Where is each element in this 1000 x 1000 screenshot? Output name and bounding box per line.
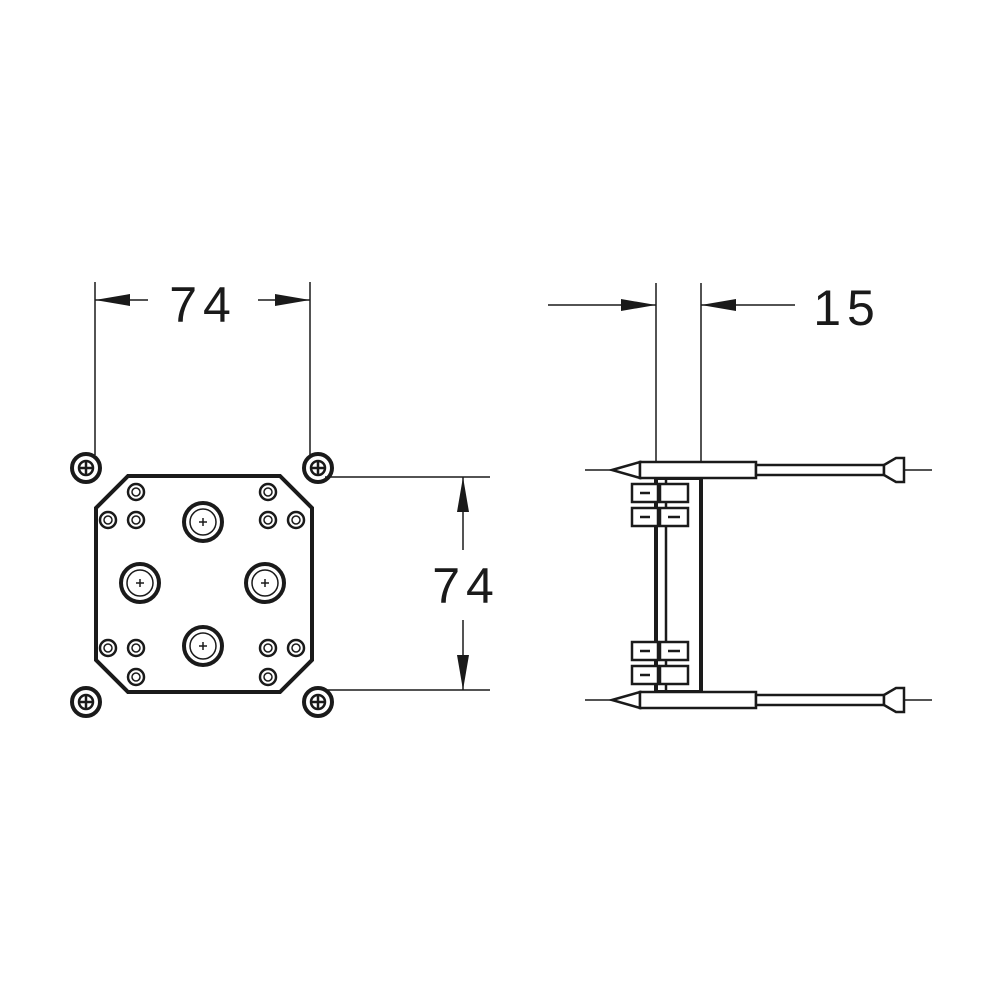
screw: [258, 510, 278, 530]
screw: [258, 482, 278, 502]
screw: [126, 667, 146, 687]
corner-anchor-top-right: [302, 452, 334, 484]
dimension-height-front: 74: [325, 476, 500, 691]
screw: [98, 638, 118, 658]
dimension-label-height: 74: [432, 558, 500, 614]
screw: [126, 510, 146, 530]
port-left: [119, 562, 161, 604]
corner-anchor-top-left: [70, 452, 102, 484]
dimension-label-width: 74: [169, 277, 237, 333]
dimension-depth-side: 15: [548, 280, 881, 462]
port-right: [244, 562, 286, 604]
side-view: 15: [548, 280, 932, 714]
port-top: [182, 501, 224, 543]
corner-anchor-bottom-right: [302, 686, 334, 718]
screw: [126, 638, 146, 658]
anchor-rod-top: [585, 456, 932, 484]
mounting-plate: [94, 474, 314, 694]
corner-anchor-bottom-left: [70, 686, 102, 718]
fitting-bottom: [630, 640, 690, 686]
plate-screws: [98, 482, 306, 687]
dimension-label-depth: 15: [813, 280, 881, 336]
fitting-top: [630, 482, 690, 528]
screw: [258, 638, 278, 658]
port-bottom: [182, 625, 224, 667]
screw: [286, 510, 306, 530]
front-view: 74 74: [70, 277, 500, 718]
screw: [258, 667, 278, 687]
dimension-width-front: 74: [94, 277, 311, 455]
anchor-rod-bottom: [585, 686, 932, 714]
screw: [98, 510, 118, 530]
screw: [126, 482, 146, 502]
screw: [286, 638, 306, 658]
